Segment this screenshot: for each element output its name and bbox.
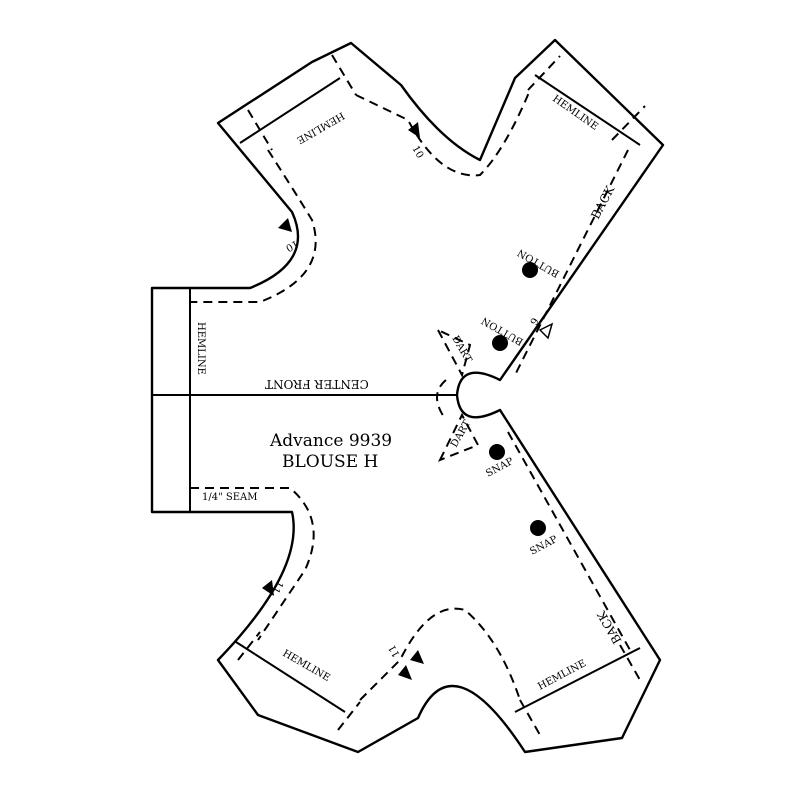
seam-line-right-back-bottom (507, 431, 631, 651)
button-marker-2 (492, 335, 508, 351)
seam-line-bottom-center (359, 607, 521, 701)
hemline-band-top-left-line (239, 77, 341, 144)
seam-line-bottom-left (190, 487, 315, 641)
notch-label-9: 9 (529, 316, 542, 327)
band-fold-top-left-2 (331, 54, 357, 96)
band-fold-top-right (527, 55, 561, 91)
band-fold-bottom-left-2 (337, 701, 361, 731)
dart-arc (436, 379, 447, 421)
pattern-title: Advance 9939 (269, 431, 392, 451)
notch-marker-top-center (408, 122, 420, 138)
dart-lower (437, 412, 480, 462)
seam-allowance-label: 1/4" SEAM (202, 492, 257, 503)
seam-line-top-left (190, 149, 317, 303)
band-fold-top-right-2 (611, 105, 646, 141)
hemline-label-left: HEMLINE (195, 322, 206, 375)
band-fold-bottom-right-2 (619, 644, 641, 681)
hemline-band-top-right-line (534, 74, 641, 146)
hemline-band-bottom-right-line (514, 647, 641, 713)
center-front-label: CENTER FRONT (265, 377, 369, 391)
seam-line-top-center (355, 89, 531, 177)
notch-marker-bottom-left (262, 580, 274, 596)
notch-marker-top-left (278, 218, 292, 232)
band-fold-bottom-right (519, 699, 541, 736)
button-marker-1 (522, 262, 538, 278)
dart-upper (435, 327, 472, 378)
pattern-subtitle: BLOUSE H (282, 452, 378, 472)
snap-marker-1 (489, 444, 505, 460)
snap-marker-2 (530, 520, 546, 536)
seam-line-right-back-top (514, 149, 629, 376)
band-fold-bottom-left (237, 631, 261, 661)
band-fold-top-left (247, 109, 273, 151)
notch-marker-bottom-center-2 (410, 650, 424, 664)
notch-marker-right-back (538, 322, 554, 340)
hemline-band-bottom-left-line (235, 641, 346, 713)
notch-marker-bottom-center (398, 665, 412, 680)
